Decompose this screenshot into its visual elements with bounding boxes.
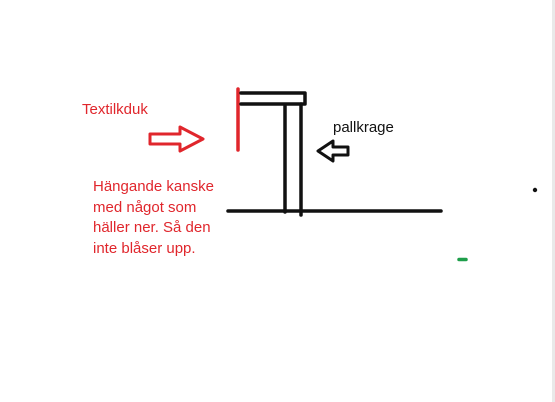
red-arrow-icon xyxy=(148,125,205,153)
right-edge-strip xyxy=(552,0,555,402)
hanging-note: Hängande kanske med något som häller ner… xyxy=(93,177,214,259)
note-line: Hängande kanske xyxy=(93,178,214,195)
textilkduk-label: Textilkduk xyxy=(82,101,148,118)
black-arrow-icon xyxy=(316,139,350,163)
note-line: inte blåser upp. xyxy=(93,239,196,257)
stray-dot xyxy=(532,187,538,193)
pallkrage-label: pallkrage xyxy=(333,119,394,136)
note-line: häller ner. Så den xyxy=(93,219,211,236)
note-line: med något som xyxy=(93,198,197,216)
pallet-collar-top xyxy=(239,91,307,106)
